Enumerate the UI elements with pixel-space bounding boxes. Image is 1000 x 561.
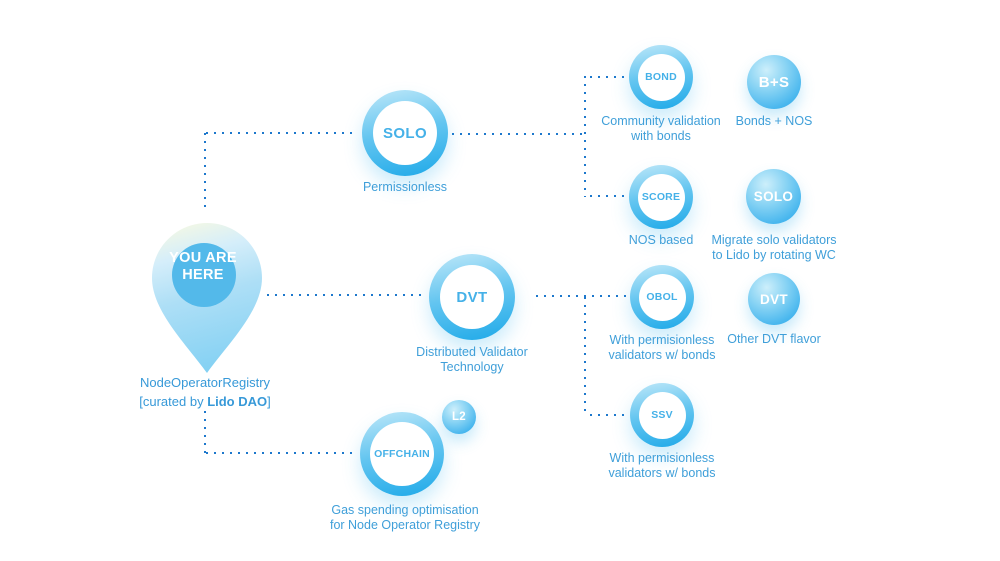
dotted-connector <box>206 132 354 134</box>
node-dvt-other: DVT <box>748 273 800 325</box>
location-pin <box>152 223 262 373</box>
dotted-connector <box>267 294 424 296</box>
registry-curated-line: [curated by Lido DAO] <box>105 393 305 412</box>
l2-badge: L2 <box>442 400 476 434</box>
registry-label: NodeOperatorRegistry [curated by Lido DA… <box>105 374 305 411</box>
node-offchain-inner: OFFCHAIN <box>370 422 434 486</box>
node-ssv-inner: SSV <box>638 391 686 439</box>
you-are-here-line2: HERE <box>182 267 224 283</box>
node-solo-inner: SOLO <box>373 101 437 165</box>
node-solo-migrate-caption: Migrate solo validators to Lido by rotat… <box>711 233 837 262</box>
node-score-caption: NOS based <box>628 233 694 247</box>
dotted-connector <box>206 452 353 454</box>
dotted-connector <box>590 195 627 197</box>
node-solo-migrate: SOLO <box>746 169 801 224</box>
dotted-connector <box>584 76 586 197</box>
node-bond-inner: BOND <box>637 53 685 101</box>
node-obol-label: OBOL <box>646 291 678 303</box>
pin-inner-circle <box>172 243 236 307</box>
dotted-connector <box>452 133 585 135</box>
node-solo-caption: Permissionless <box>362 180 448 194</box>
node-dvt-inner: DVT <box>440 265 504 329</box>
you-are-here-line1: YOU ARE <box>169 250 237 266</box>
node-ssv-caption: With permisionless validators w/ bonds <box>608 451 716 480</box>
node-ssv: SSV <box>630 383 694 447</box>
dotted-connector <box>536 295 627 297</box>
dotted-connector <box>204 411 206 453</box>
node-bonds-plus-nos: B+S <box>747 55 801 109</box>
you-are-here-label: YOU ARE HERE <box>152 250 254 284</box>
node-bond-caption: Community validation with bonds <box>601 114 721 143</box>
node-ssv-label: SSV <box>651 409 673 421</box>
node-solo-label: SOLO <box>382 124 428 142</box>
node-dvt: DVT <box>429 254 515 340</box>
location-pin-icon <box>152 223 262 373</box>
node-solo: SOLO <box>362 90 448 176</box>
node-obol: OBOL <box>630 265 694 329</box>
node-bonds-plus-nos-caption: Bonds + NOS <box>735 114 813 128</box>
dotted-connector <box>590 414 627 416</box>
registry-name: NodeOperatorRegistry <box>139 375 271 390</box>
curated-prefix: [curated by <box>139 393 208 409</box>
node-score-inner: SCORE <box>637 173 685 221</box>
node-offchain: OFFCHAIN <box>360 412 444 496</box>
dotted-connector <box>590 76 627 78</box>
node-obol-inner: OBOL <box>638 273 686 321</box>
node-offchain-caption: Gas spending optimisation for Node Opera… <box>329 503 481 532</box>
node-dvt-label: DVT <box>456 288 488 306</box>
node-score-label: SCORE <box>641 191 681 203</box>
curated-suffix: ] <box>267 393 271 409</box>
node-obol-caption: With permisionless validators w/ bonds <box>608 333 716 362</box>
node-offchain-label: OFFCHAIN <box>374 448 430 460</box>
node-score: SCORE <box>629 165 693 229</box>
dotted-connector <box>584 297 586 415</box>
curated-lido-dao: Lido DAO <box>207 393 268 409</box>
node-dvt-other-caption: Other DVT flavor <box>727 332 821 346</box>
dotted-connector <box>204 133 206 211</box>
node-bond-label: BOND <box>645 71 677 83</box>
node-bond: BOND <box>629 45 693 109</box>
node-dvt-caption: Distributed Validator Technology <box>416 345 528 374</box>
